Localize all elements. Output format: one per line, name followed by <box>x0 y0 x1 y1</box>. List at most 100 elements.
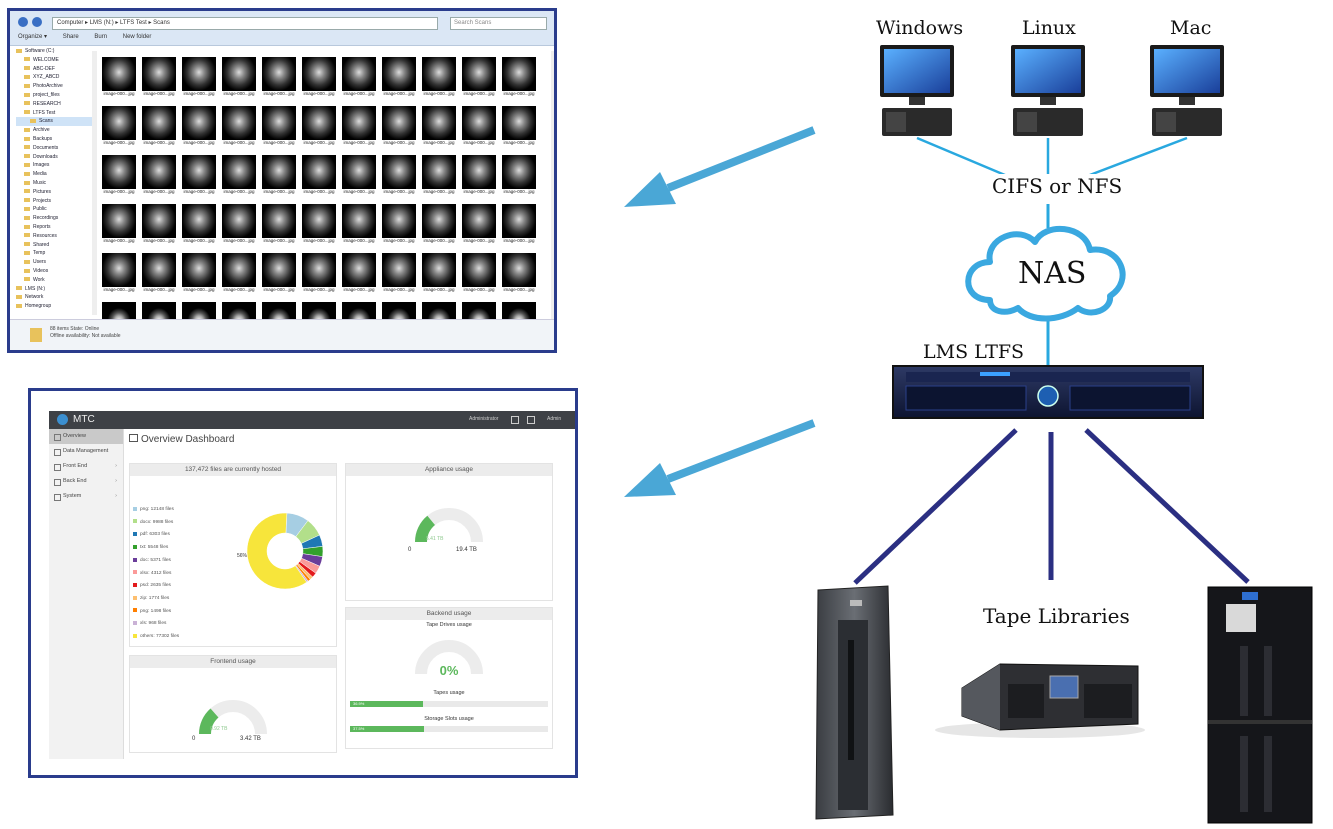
thumbnail-item[interactable]: image-000...jpg <box>220 253 258 302</box>
tree-item[interactable]: Music <box>16 179 92 188</box>
tree-item[interactable]: PhotoArchive <box>16 82 92 91</box>
sidebar-item[interactable]: Front End› <box>49 459 123 474</box>
tree-item[interactable]: Pictures <box>16 188 92 197</box>
header-user[interactable]: Administrator <box>469 416 499 422</box>
thumbnail-item[interactable]: image-000...jpg <box>340 204 378 253</box>
tree-item[interactable]: Projects <box>16 197 92 206</box>
sidebar-item[interactable]: Overview <box>49 429 123 444</box>
thumbnail-item[interactable]: image-000...jpg <box>100 106 138 155</box>
thumbnail-item[interactable]: image-000...jpg <box>140 57 178 106</box>
tree-item[interactable]: project_files <box>16 91 92 100</box>
tree-item[interactable]: Downloads <box>16 153 92 162</box>
thumbnail-item[interactable]: image-000...jpg <box>460 253 498 302</box>
thumbnail-item[interactable]: image-000...jpg <box>180 57 218 106</box>
thumbnail-item[interactable]: image-000...jpg <box>100 302 138 321</box>
tree-item[interactable]: XYZ_ABCD <box>16 73 92 82</box>
thumbnail-item[interactable]: image-000...jpg <box>340 302 378 321</box>
thumbnail-item[interactable]: image-000...jpg <box>500 106 538 155</box>
thumbnail-item[interactable]: image-000...jpg <box>140 155 178 204</box>
thumbnail-item[interactable]: image-000...jpg <box>100 253 138 302</box>
toolbar-burn[interactable]: Burn <box>94 34 108 40</box>
thumbnail-item[interactable]: image-000...jpg <box>260 106 298 155</box>
thumbnail-item[interactable]: image-000...jpg <box>500 253 538 302</box>
tree-scrollbar[interactable] <box>92 51 97 315</box>
sidebar-item[interactable]: Data Management <box>49 444 123 459</box>
tree-item[interactable]: Resources <box>16 232 92 241</box>
tree-item[interactable]: Network <box>16 293 92 302</box>
tree-item[interactable]: Archive <box>16 126 92 135</box>
thumbnail-item[interactable]: image-000...jpg <box>300 253 338 302</box>
tree-item[interactable]: Work <box>16 276 92 285</box>
thumbnail-item[interactable]: image-000...jpg <box>300 155 338 204</box>
thumbnail-item[interactable]: image-000...jpg <box>340 253 378 302</box>
thumbnail-item[interactable]: image-000...jpg <box>180 106 218 155</box>
tree-item[interactable]: LTFS Test <box>16 109 92 118</box>
thumbnail-item[interactable]: image-000...jpg <box>260 302 298 321</box>
thumbnail-item[interactable]: image-000...jpg <box>140 106 178 155</box>
grid-scrollbar[interactable] <box>551 51 554 319</box>
thumbnail-item[interactable]: image-000...jpg <box>420 106 458 155</box>
pie-slice[interactable] <box>246 512 308 590</box>
tree-item[interactable]: Media <box>16 170 92 179</box>
toolbar-organize[interactable]: Organize ▾ <box>18 34 48 40</box>
thumbnail-item[interactable]: image-000...jpg <box>380 302 418 321</box>
tree-item[interactable]: RESEARCH <box>16 100 92 109</box>
forward-icon[interactable] <box>32 17 42 27</box>
tree-item[interactable]: Documents <box>16 144 92 153</box>
thumbnail-item[interactable]: image-000...jpg <box>460 57 498 106</box>
thumbnail-item[interactable]: image-000...jpg <box>220 204 258 253</box>
thumbnail-item[interactable]: image-000...jpg <box>460 155 498 204</box>
tree-item[interactable]: Images <box>16 161 92 170</box>
tree-item[interactable]: Backups <box>16 135 92 144</box>
thumbnail-item[interactable]: image-000...jpg <box>380 155 418 204</box>
sidebar-item[interactable]: System› <box>49 489 123 504</box>
message-icon[interactable] <box>527 416 535 424</box>
thumbnail-item[interactable]: image-000...jpg <box>500 204 538 253</box>
tree-item[interactable]: Temp <box>16 249 92 258</box>
thumbnail-item[interactable]: image-000...jpg <box>180 155 218 204</box>
thumbnail-item[interactable]: image-000...jpg <box>100 155 138 204</box>
back-icon[interactable] <box>18 17 28 27</box>
thumbnail-item[interactable]: image-000...jpg <box>420 155 458 204</box>
thumbnail-item[interactable]: image-000...jpg <box>420 253 458 302</box>
thumbnail-item[interactable]: image-000...jpg <box>140 302 178 321</box>
thumbnail-item[interactable]: image-000...jpg <box>260 155 298 204</box>
search-input[interactable]: Search Scans <box>450 17 547 30</box>
toolbar-share[interactable]: Share <box>62 34 79 40</box>
tree-item[interactable]: Recordings <box>16 214 92 223</box>
thumbnail-item[interactable]: image-000...jpg <box>420 302 458 321</box>
thumbnail-item[interactable]: image-000...jpg <box>460 204 498 253</box>
tree-item[interactable]: Reports <box>16 223 92 232</box>
toolbar-new-folder[interactable]: New folder <box>122 34 152 40</box>
thumbnail-item[interactable]: image-000...jpg <box>180 253 218 302</box>
tree-item[interactable]: Software (C:) <box>16 47 92 56</box>
thumbnail-item[interactable]: image-000...jpg <box>380 106 418 155</box>
thumbnail-item[interactable]: image-000...jpg <box>260 204 298 253</box>
tree-item[interactable]: Public <box>16 205 92 214</box>
thumbnail-item[interactable]: image-000...jpg <box>300 57 338 106</box>
thumbnail-item[interactable]: image-000...jpg <box>260 253 298 302</box>
thumbnail-item[interactable]: image-000...jpg <box>300 106 338 155</box>
thumbnail-item[interactable]: image-000...jpg <box>500 57 538 106</box>
thumbnail-item[interactable]: image-000...jpg <box>500 155 538 204</box>
sidebar-item[interactable]: Back End› <box>49 474 123 489</box>
thumbnail-item[interactable]: image-000...jpg <box>180 302 218 321</box>
tree-item[interactable]: WELCOME <box>16 56 92 65</box>
thumbnail-item[interactable]: image-000...jpg <box>220 106 258 155</box>
thumbnail-item[interactable]: image-000...jpg <box>420 57 458 106</box>
address-bar[interactable]: Computer ▸ LMS (N:) ▸ LTFS Test ▸ Scans <box>52 17 438 30</box>
thumbnail-item[interactable]: image-000...jpg <box>220 57 258 106</box>
tree-item[interactable]: Scans <box>16 117 92 127</box>
thumbnail-item[interactable]: image-000...jpg <box>380 253 418 302</box>
thumbnail-item[interactable]: image-000...jpg <box>500 302 538 321</box>
tree-item[interactable]: LMS (N:) <box>16 285 92 294</box>
thumbnail-item[interactable]: image-000...jpg <box>260 57 298 106</box>
notification-icon[interactable] <box>511 416 519 424</box>
tree-item[interactable]: ABC-DEF <box>16 65 92 74</box>
thumbnail-item[interactable]: image-000...jpg <box>300 204 338 253</box>
thumbnail-item[interactable]: image-000...jpg <box>340 155 378 204</box>
thumbnail-item[interactable]: image-000...jpg <box>420 204 458 253</box>
thumbnail-item[interactable]: image-000...jpg <box>220 155 258 204</box>
thumbnail-item[interactable]: image-000...jpg <box>100 57 138 106</box>
thumbnail-item[interactable]: image-000...jpg <box>460 302 498 321</box>
